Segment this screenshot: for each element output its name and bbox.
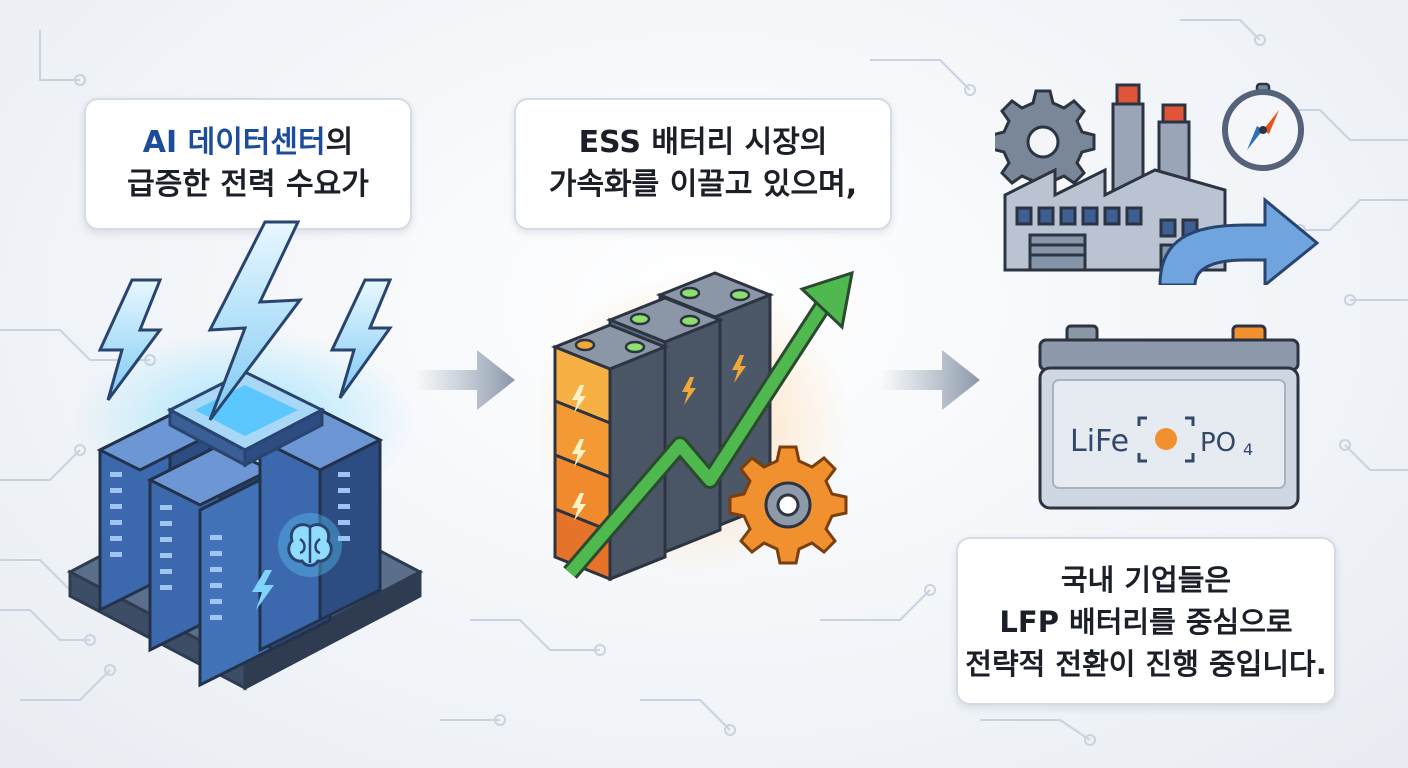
callout-2-line-1: ESS 배터리 시장의 [578, 125, 828, 160]
curved-arrow-icon [1158, 196, 1320, 285]
callout-1-suffix: 의 [325, 125, 354, 160]
battery-label-right: PO [1200, 428, 1236, 458]
gear-icon [728, 445, 848, 565]
gear-icon [995, 89, 1096, 195]
callout-1-line-2: 급증한 전력 수요가 [127, 167, 369, 202]
callout-1-highlight: AI 데이터센터 [142, 125, 326, 160]
lfp-battery-illustration: LiFe PO 4 [1038, 324, 1300, 510]
brain-icon [278, 513, 342, 577]
callout-ai-datacenter: AI 데이터센터의 급증한 전력 수요가 [84, 98, 412, 230]
battery-label-subscript: 4 [1243, 440, 1253, 459]
factory-illustration [995, 82, 1320, 285]
callout-3-line-1: 국내 기업들은 [1060, 563, 1232, 597]
callout-3-line-2: LFP 배터리를 중심으로 [999, 605, 1293, 639]
lightning-icon [97, 220, 393, 421]
callout-3-line-3: 전략적 전환이 진행 중입니다. [965, 647, 1327, 681]
battery-label-left: LiFe [1070, 424, 1129, 459]
compass-icon [1222, 82, 1304, 171]
callout-lfp-transition: 국내 기업들은 LFP 배터리를 중심으로 전략적 전환이 진행 중입니다. [956, 537, 1336, 705]
ess-battery-illustration [540, 270, 854, 582]
callout-2-line-2: 가속화를 이끌고 있으며, [548, 167, 858, 202]
flow-arrow-2 [880, 350, 980, 410]
callout-ess-market: ESS 배터리 시장의 가속화를 이끌고 있으며, [514, 98, 892, 230]
battery-icon [1038, 324, 1300, 510]
callout-1-line-1: AI 데이터센터의 [86, 122, 410, 164]
datacenter-illustration [66, 220, 424, 691]
flow-arrow-1 [415, 350, 515, 410]
